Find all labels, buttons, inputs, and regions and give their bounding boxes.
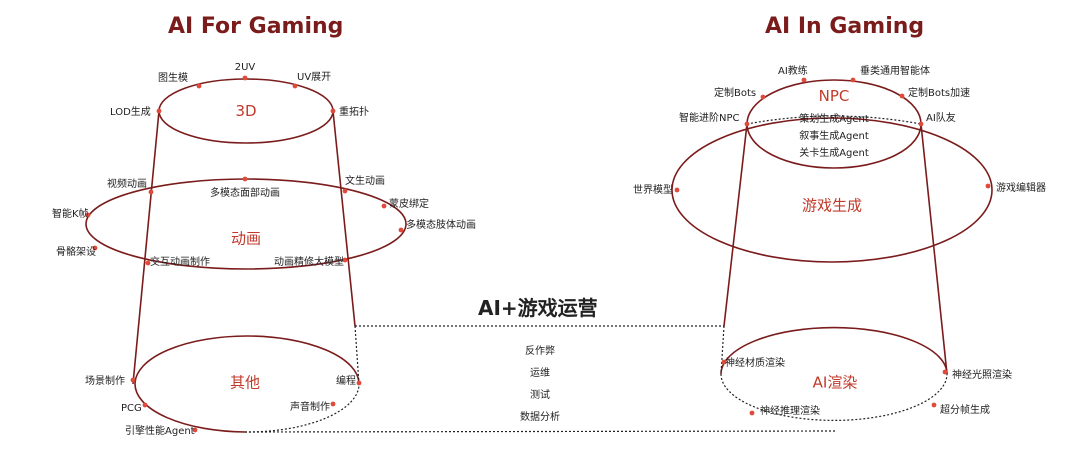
- section-game-generation: 游戏生成: [801, 196, 863, 215]
- label-multimodal-facial-animation: 多模态面部动画: [210, 188, 280, 199]
- section-ai-render: AI渲染: [812, 373, 858, 392]
- dot-game-editor: [985, 183, 991, 189]
- middle-title: AI+游戏运营: [478, 296, 598, 320]
- ops-data-analysis: 数据分析: [520, 412, 560, 423]
- dot-world-model: [674, 187, 680, 193]
- dot-image-to-model: [196, 83, 202, 89]
- right-cone-edge-left-dashed: [720, 325, 725, 375]
- ops-testing: 测试: [530, 390, 550, 401]
- dot-facial-animation: [242, 176, 248, 182]
- dot-ai-coach: [801, 77, 807, 83]
- ellipse-render-top: [720, 326, 948, 375]
- dot-ai-teammate: [918, 121, 924, 127]
- label-video-animation: 视频动画: [107, 179, 147, 190]
- left-cone-edge-left: [132, 110, 160, 385]
- label-neural-lighting-render: 神经光照渲染: [952, 370, 1012, 381]
- label-ai-teammate: AI队友: [926, 113, 956, 124]
- label-game-editor: 游戏编辑器: [996, 183, 1046, 194]
- label-neural-material-render: 神经材质渲染: [725, 358, 785, 369]
- label-smart-advanced-npc: 智能进阶NPC: [679, 113, 740, 124]
- label-engine-performance-agent: 引擎性能Agent: [125, 426, 195, 437]
- dot-scene-production: [130, 377, 136, 383]
- dot-keyframe: [85, 212, 91, 218]
- label-text-to-animation: 文生动画: [345, 176, 385, 187]
- label-lod-generation: LOD生成: [110, 107, 151, 118]
- ellipse-other-solid: [134, 335, 360, 433]
- label-vertical-general-agent: 垂类通用智能体: [860, 66, 930, 77]
- ellipse-npc-top: [746, 79, 922, 125]
- dot-2uv: [242, 75, 248, 81]
- ellipse-npc-bottom: [746, 123, 922, 169]
- ellipse-render-bottom-dashed: [720, 373, 948, 421]
- dot-neural-material: [721, 359, 727, 365]
- dot-skinning: [381, 203, 387, 209]
- label-2uv: 2UV: [234, 62, 256, 73]
- dot-vertical-agent: [850, 77, 856, 83]
- label-custom-bots-acceleration: 定制Bots加速: [908, 88, 971, 99]
- dot-text-animation: [342, 188, 348, 194]
- label-pcg: PCG: [121, 403, 142, 414]
- left-cone-edge-right-dashed: [354, 325, 360, 385]
- dot-sound-production: [330, 401, 336, 407]
- left-cone-edge-right: [332, 110, 356, 327]
- label-super-resolution-frame-gen: 超分帧生成: [940, 405, 990, 416]
- section-animation: 动画: [230, 229, 262, 248]
- label-world-model: 世界模型: [633, 185, 673, 196]
- label-smart-keyframe: 智能K帧: [52, 209, 89, 220]
- label-skinning-binding: 蒙皮绑定: [389, 199, 429, 210]
- dot-super-resolution: [931, 402, 937, 408]
- label-planning-agent: 策划生成Agent: [799, 114, 869, 125]
- label-level-agent: 关卡生成Agent: [799, 148, 869, 159]
- npc-dashed-chord: [746, 115, 922, 125]
- dot-skeleton: [92, 245, 98, 251]
- label-custom-bots: 定制Bots: [714, 88, 757, 99]
- label-retopology: 重拓扑: [339, 107, 369, 118]
- label-narrative-agent: 叙事生成Agent: [799, 131, 869, 142]
- section-3d: 3D: [235, 102, 257, 120]
- label-multimodal-body-animation: 多模态肢体动画: [406, 220, 476, 231]
- dot-advanced-npc: [744, 121, 750, 127]
- dot-engine-agent: [192, 427, 198, 433]
- dot-pcg: [142, 402, 148, 408]
- dot-retopology: [330, 108, 336, 114]
- dot-interactive-animation: [145, 260, 151, 266]
- label-ai-coach: AI教练: [778, 66, 808, 77]
- label-neural-inference-render: 神经推理渲染: [760, 406, 820, 417]
- label-image-to-model: 图生模: [158, 73, 188, 84]
- right-title: AI In Gaming: [765, 14, 925, 39]
- dot-neural-inference: [749, 410, 755, 416]
- middle-line-bottom: [244, 430, 836, 433]
- right-cone-edge-left: [723, 123, 748, 327]
- label-animation-refinement-model: 动画精修大模型: [274, 257, 344, 268]
- section-other: 其他: [229, 373, 261, 392]
- dot-custom-bots-accel: [899, 93, 905, 99]
- ellipse-other-dashed: [244, 383, 360, 433]
- ops-anti-cheat: 反作弊: [525, 346, 555, 357]
- dot-video-animation: [148, 189, 154, 195]
- section-npc: NPC: [818, 87, 850, 105]
- dot-neural-lighting: [942, 369, 948, 375]
- right-cone-edge-right: [920, 123, 948, 375]
- dot-uv-unwrap: [292, 83, 298, 89]
- left-title: AI For Gaming: [168, 14, 344, 39]
- dot-body-animation: [398, 227, 404, 233]
- label-scene-production: 场景制作: [85, 376, 125, 387]
- label-uv-unwrap: UV展开: [297, 72, 332, 83]
- label-programming: 编程: [336, 376, 356, 387]
- label-sound-production: 声音制作: [290, 402, 330, 413]
- ellipse-game-generation: [671, 117, 993, 263]
- dot-custom-bots: [760, 94, 766, 100]
- dot-lod: [156, 108, 162, 114]
- label-interactive-animation: 交互动画制作: [150, 257, 210, 268]
- dot-programming: [356, 380, 362, 386]
- dot-refinement-model: [342, 257, 348, 263]
- ops-maintenance: 运维: [530, 368, 550, 379]
- label-skeleton-setup: 骨骼架设: [56, 247, 96, 258]
